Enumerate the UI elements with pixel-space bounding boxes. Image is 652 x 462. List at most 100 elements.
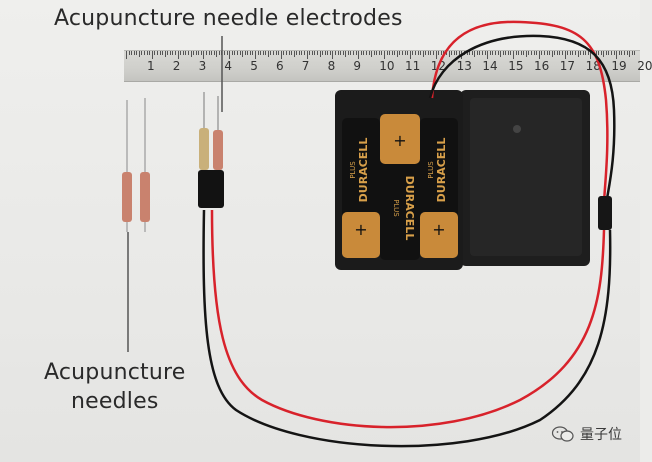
- ruler-tick: [131, 51, 133, 55]
- ruler-tick: [556, 51, 558, 55]
- ruler-tick: [453, 51, 455, 55]
- ruler-tick: [247, 51, 249, 55]
- ruler-tick: [471, 51, 473, 55]
- ruler-tick: [528, 51, 530, 55]
- ruler-tick: [494, 51, 496, 55]
- ruler-tick: [551, 51, 553, 57]
- ruler-tick: [149, 51, 151, 55]
- ruler-number: 19: [611, 59, 627, 73]
- ruler-tick: [255, 51, 256, 59]
- battery-right-plus: +: [432, 220, 445, 239]
- ruler-tick: [360, 51, 362, 55]
- ruler-tick: [200, 51, 202, 55]
- ruler-tick: [265, 51, 267, 55]
- ruler-tick: [334, 51, 336, 55]
- ruler-tick: [489, 51, 491, 55]
- ruler-tick: [629, 51, 631, 57]
- ruler-number: 20: [637, 59, 652, 73]
- ruler-tick: [301, 51, 303, 55]
- ruler-tick: [381, 51, 383, 55]
- needles-label-line-1: Acupuncture: [44, 360, 186, 385]
- ruler-tick: [611, 51, 613, 55]
- ruler-tick: [569, 51, 571, 55]
- ruler-tick: [384, 51, 385, 59]
- ruler-number: 6: [276, 59, 284, 73]
- ruler-number: 8: [327, 59, 336, 73]
- ruler-tick: [590, 51, 592, 59]
- ruler-tick: [554, 51, 556, 55]
- ruler-tick: [407, 51, 409, 55]
- ruler-tick: [608, 51, 610, 55]
- ruler-tick: [430, 51, 432, 55]
- ruler-tick: [252, 51, 254, 55]
- ruler-tick: [587, 51, 589, 55]
- ruler-tick: [391, 51, 393, 55]
- ruler-tick: [541, 51, 543, 55]
- ruler-tick: [549, 51, 551, 55]
- ruler-tick: [525, 51, 527, 57]
- ruler-tick: [417, 51, 419, 55]
- battery-middle-sub: PLUS: [392, 199, 400, 217]
- ruler-tick: [505, 51, 507, 55]
- ruler-tick: [316, 51, 318, 55]
- ruler-number: 15: [508, 59, 524, 73]
- wire-connector-right: [598, 196, 612, 230]
- ruler-tick: [365, 51, 367, 55]
- ruler-tick: [159, 51, 161, 55]
- ruler-tick: [368, 51, 370, 55]
- ruler-tick: [414, 51, 416, 55]
- ruler-number: 16: [534, 59, 550, 73]
- ruler-tick: [273, 51, 275, 55]
- lid-screw-hole: [513, 125, 521, 133]
- ruler-tick: [605, 51, 607, 55]
- ruler-tick: [167, 51, 169, 55]
- ruler-tick: [169, 51, 171, 55]
- ruler-tick: [218, 51, 220, 55]
- ruler-tick: [345, 51, 347, 57]
- ruler-tick: [154, 51, 156, 55]
- ruler-tick: [177, 51, 179, 59]
- ruler-tick: [314, 51, 316, 55]
- ruler-tick: [559, 51, 561, 55]
- ruler-tick: [585, 51, 587, 55]
- ruler-tick: [182, 51, 184, 55]
- ruler-tick: [340, 51, 342, 55]
- ruler-tick: [226, 51, 228, 55]
- ruler-tick: [242, 51, 244, 57]
- ruler-tick: [280, 51, 282, 59]
- ruler-number: 1: [147, 59, 155, 73]
- ruler-tick: [244, 51, 246, 55]
- ruler-tick: [469, 51, 471, 55]
- ruler-tick: [353, 51, 355, 55]
- ruler-tick: [216, 51, 218, 57]
- ruler-tick: [311, 51, 313, 55]
- ruler-tick: [631, 51, 633, 55]
- ruler-tick: [236, 51, 238, 55]
- ruler-tick: [275, 51, 277, 55]
- ruler-tick: [507, 51, 509, 55]
- ruler-tick: [577, 51, 579, 57]
- ruler-tick: [412, 51, 414, 55]
- ruler-tick: [621, 51, 623, 55]
- ruler-tick: [497, 51, 499, 55]
- ruler-number: 13: [456, 59, 472, 73]
- ruler-tick: [329, 51, 331, 55]
- ruler-tick: [466, 51, 468, 55]
- ruler-tick: [456, 51, 458, 55]
- ruler-tick: [291, 51, 293, 55]
- ruler-tick: [451, 51, 453, 55]
- ruler-tick: [267, 51, 269, 57]
- ruler-tick: [298, 51, 300, 55]
- ruler-tick: [409, 51, 411, 59]
- ruler-tick: [172, 51, 174, 55]
- ruler-tick: [211, 51, 213, 55]
- ruler-tick: [399, 51, 401, 55]
- ruler-tick: [309, 51, 311, 55]
- ruler-tick: [598, 51, 600, 55]
- ruler-tick: [613, 51, 615, 55]
- ruler-tick: [378, 51, 380, 55]
- ruler-tick: [260, 51, 262, 55]
- watermark-text: 量子位: [580, 427, 622, 443]
